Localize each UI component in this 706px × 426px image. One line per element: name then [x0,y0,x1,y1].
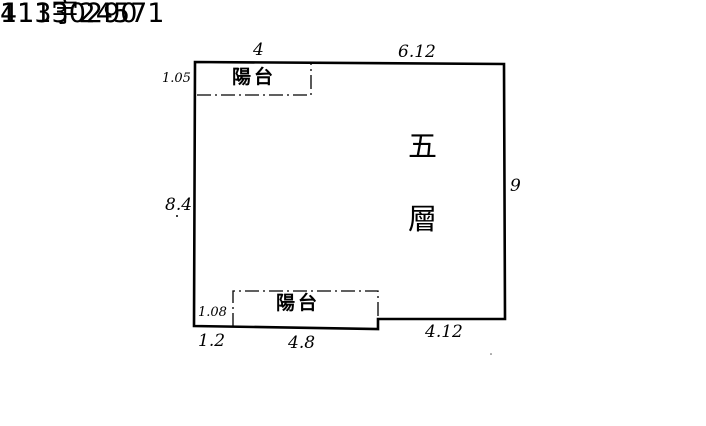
building-outline [192,60,507,331]
dim-top-right-segment: 6.12 [398,42,436,62]
bottom-balcony-boundary [232,290,379,327]
dim-left-side: 8.4 [165,195,192,215]
top-balcony-label: 陽台 [232,65,276,88]
permit-number: 113宇24571 [0,0,165,29]
dim-bottom-right-segment: 4.12 [424,322,463,342]
bottom-balcony-label: 陽台 [276,291,320,314]
dim-bottom-balcony-depth: 1.08 [198,305,227,320]
scan-speck [490,353,492,355]
dim-top-balcony-depth: 1.05 [162,71,191,86]
top-balcony-boundary [197,63,312,96]
dim-bottom-balcony-width: 4.8 [287,333,315,353]
dim-top-left-segment: 4 [252,40,264,60]
dim-bottom-left-offset: 1.2 [198,331,225,351]
floor-label-char-1: 五 [408,129,437,163]
scan-speck [176,215,178,217]
floor-label-char-2: 層 [408,202,437,236]
dim-right-side: 9 [510,176,521,196]
document-number: 41130290 [0,0,138,29]
